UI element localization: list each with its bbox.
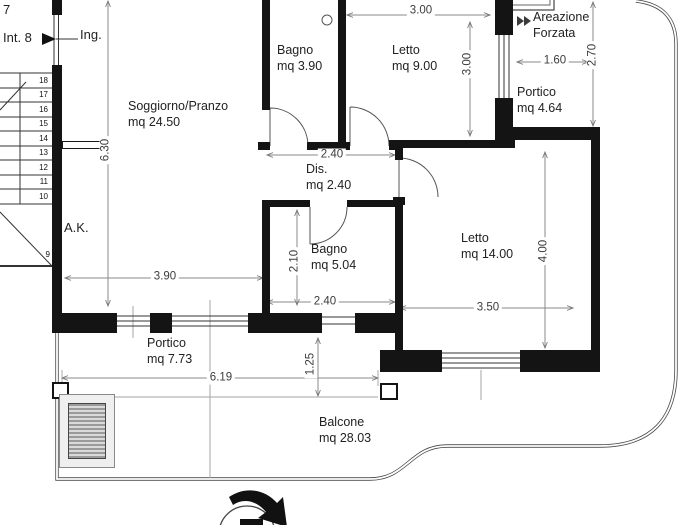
entrance-label: Ing. bbox=[80, 27, 102, 42]
wall bbox=[395, 148, 403, 160]
wall bbox=[591, 132, 600, 372]
stair-step-number: 14 bbox=[39, 134, 48, 143]
pillar bbox=[380, 383, 398, 400]
room-label-portico-top: Portico mq 4.64 bbox=[517, 85, 563, 115]
door-arcs bbox=[269, 106, 439, 245]
wall bbox=[307, 142, 350, 150]
wall bbox=[52, 313, 117, 333]
ventilation-label: Areazione Forzata bbox=[533, 10, 590, 40]
wall bbox=[495, 98, 513, 132]
staircase-lines bbox=[0, 72, 53, 267]
room-label-balcone: Balcone mq 28.03 bbox=[319, 415, 372, 445]
entrance-arrow-icon bbox=[42, 33, 78, 45]
room-label-portico-bottom: Portico mq 7.73 bbox=[147, 336, 193, 366]
dim-portico-top-width: 1.60 bbox=[540, 54, 570, 68]
stair-step-number: 11 bbox=[39, 177, 48, 186]
stair-step-number: 12 bbox=[39, 163, 48, 172]
wall bbox=[262, 200, 270, 313]
stair-step-number: 17 bbox=[39, 90, 48, 99]
dim-letto-top-height: 3.00 bbox=[461, 49, 475, 79]
dim-portico-top-height: 2.70 bbox=[586, 40, 600, 70]
dim-soggiorno-width: 3.90 bbox=[150, 270, 180, 284]
room-label-disimpegno: Dis. mq 2.40 bbox=[306, 162, 352, 192]
dim-bagno-mid-width: 2.40 bbox=[310, 295, 340, 309]
floor-grate-slats bbox=[68, 403, 106, 459]
stair-step-number: 18 bbox=[39, 76, 48, 85]
stair-step-number: 15 bbox=[39, 119, 48, 128]
dim-letto-top-width: 3.00 bbox=[406, 4, 436, 18]
dim-portico-bottom-width: 6.19 bbox=[206, 371, 236, 385]
window-glazing bbox=[117, 35, 520, 369]
wall bbox=[52, 0, 62, 15]
stair-step-number: 9 bbox=[45, 250, 50, 259]
ventilation-arrow-icon bbox=[517, 16, 531, 26]
kitchen-corner-label: A.K. bbox=[64, 220, 89, 235]
dimension-lines bbox=[60, 0, 596, 398]
wall bbox=[393, 140, 515, 148]
dim-letto-right-height: 4.00 bbox=[537, 236, 551, 266]
room-label-letto-top: Letto mq 9.00 bbox=[392, 43, 438, 73]
room-label-letto-right: Letto mq 14.00 bbox=[461, 231, 514, 261]
wall bbox=[52, 65, 62, 333]
entry-door-lines bbox=[53, 15, 59, 65]
wall-stub bbox=[62, 141, 102, 149]
room-label-bagno-top: Bagno mq 3.90 bbox=[277, 43, 323, 73]
wall bbox=[338, 0, 346, 143]
wall bbox=[495, 127, 600, 140]
unit-label: Int. 8 bbox=[3, 30, 32, 45]
room-label-bagno-mid: Bagno mq 5.04 bbox=[311, 242, 357, 272]
dim-soggiorno-height: 6.30 bbox=[99, 135, 113, 165]
wall bbox=[495, 0, 513, 35]
dim-dis-width: 2.40 bbox=[317, 148, 347, 162]
wall bbox=[395, 204, 403, 354]
wall bbox=[248, 313, 322, 333]
floor-number-label: 7 bbox=[3, 2, 11, 17]
wall bbox=[262, 0, 270, 110]
dim-letto-right-width: 3.50 bbox=[473, 301, 503, 315]
wall bbox=[380, 350, 442, 372]
stair-step-number: 10 bbox=[39, 192, 48, 201]
dim-portico-bottom-height: 1.25 bbox=[304, 349, 318, 379]
floor-grate bbox=[59, 394, 115, 468]
wall bbox=[520, 350, 600, 372]
dim-bagno-mid-height: 2.10 bbox=[288, 246, 302, 276]
stair-step-number: 16 bbox=[39, 105, 48, 114]
stair-step-number: 13 bbox=[39, 148, 48, 157]
wall bbox=[347, 200, 395, 207]
wall bbox=[262, 200, 310, 207]
north-arrow-icon bbox=[219, 490, 287, 525]
room-label-soggiorno: Soggiorno/Pranzo mq 24.50 bbox=[128, 99, 229, 129]
wall bbox=[258, 142, 270, 150]
wall bbox=[150, 313, 172, 333]
wall bbox=[393, 197, 405, 205]
balcony-outline bbox=[55, 0, 678, 481]
wall bbox=[355, 313, 400, 333]
vent-circle bbox=[321, 14, 333, 26]
